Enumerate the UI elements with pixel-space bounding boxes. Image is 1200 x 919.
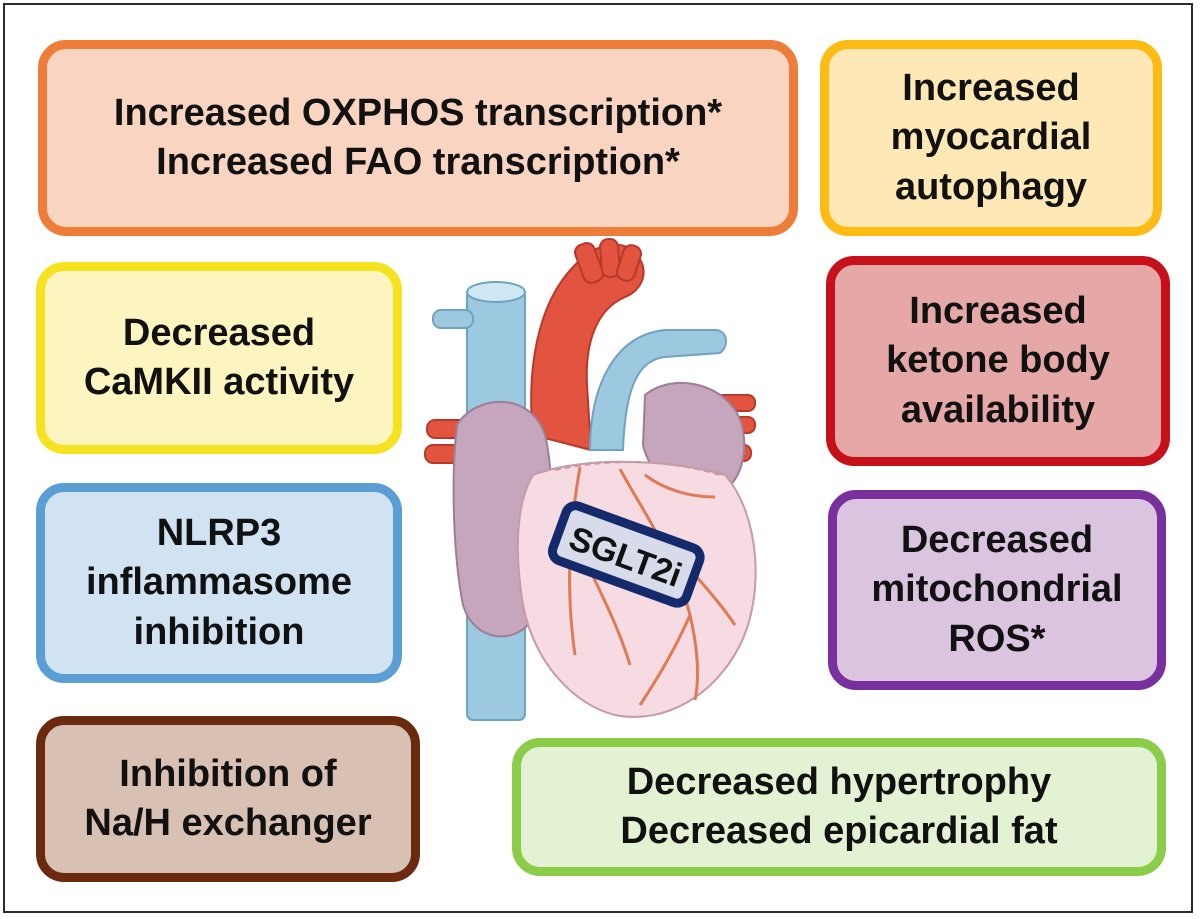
nlrp3-box: NLRP3 inflammasome inhibition (36, 483, 402, 683)
ketone-text: Increased ketone body availability (886, 289, 1110, 431)
camkii-text: Decreased CaMKII activity (83, 311, 355, 403)
mitochondrial-ros-text: Decreased mitochondrial ROS* (871, 518, 1123, 660)
camkii-box: Decreased CaMKII activity (36, 262, 402, 454)
oxphos-fao-box: Increased OXPHOS transcription* Increase… (38, 40, 798, 236)
hypertrophy-box: Decreased hypertrophy Decreased epicardi… (512, 738, 1166, 876)
oxphos-fao-text: Increased OXPHOS transcription* Increase… (113, 91, 723, 183)
heart-icon: SGLT2i (424, 237, 757, 721)
mitochondrial-ros-box: Decreased mitochondrial ROS* (828, 490, 1166, 690)
autophagy-box: Increased myocardial autophagy (820, 40, 1162, 236)
pulmonary-artery (588, 329, 727, 451)
autophagy-text: Increased myocardial autophagy (890, 66, 1092, 208)
na-h-exchanger-text: Inhibition of Na/H exchanger (84, 752, 372, 844)
nlrp3-text: NLRP3 inflammasome inhibition (85, 511, 353, 653)
na-h-exchanger-box: Inhibition of Na/H exchanger (36, 716, 420, 882)
ketone-box: Increased ketone body availability (826, 256, 1170, 466)
hypertrophy-text: Decreased hypertrophy Decreased epicardi… (620, 760, 1058, 852)
